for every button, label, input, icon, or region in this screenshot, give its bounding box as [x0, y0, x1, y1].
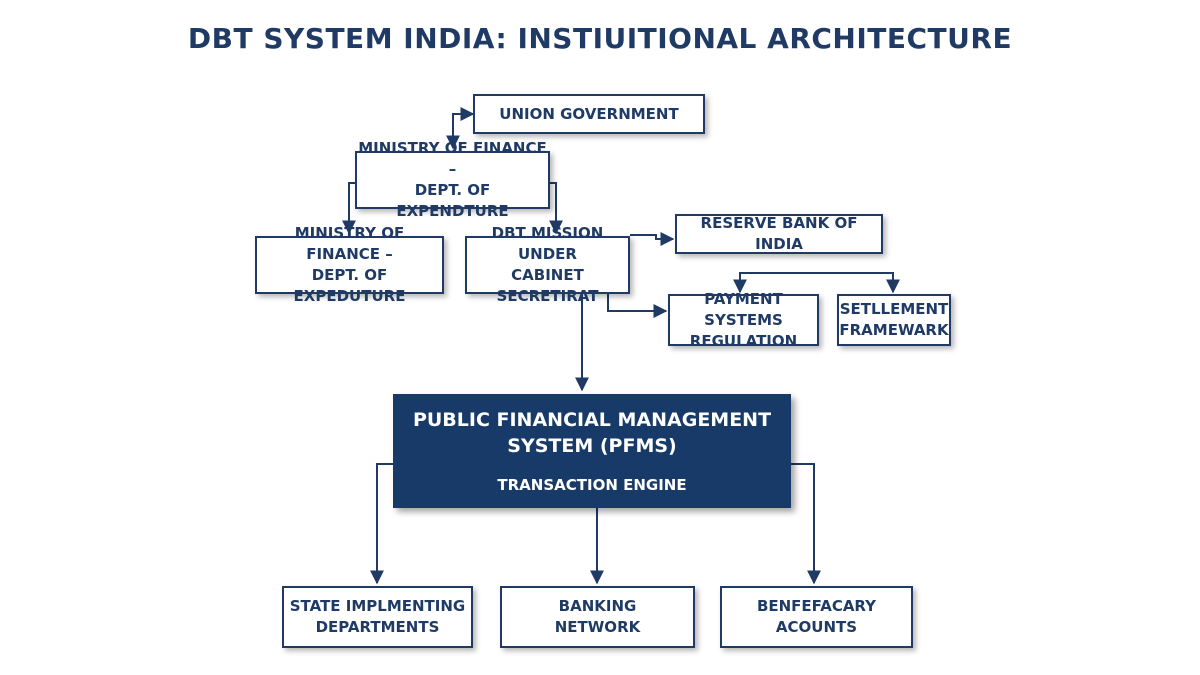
dbt-mission-line1: DBT MISSION UNDER [491, 224, 604, 263]
dbt-mission-node: DBT MISSION UNDER CABINET SECRETIRAT [465, 224, 630, 305]
ministry-left-line1: MINISTRY OF FINANCE – [294, 224, 405, 263]
ministry-top-line2: DEPT. OF EXPENDTURE [396, 181, 509, 220]
ministry-of-finance-top-node: MINISTRY OF FINANCE – DEPT. OF EXPENDTUR… [355, 139, 550, 220]
connector-pfms-state [370, 463, 395, 585]
beneficiary-accounts-node: BENFEFACARY ACOUNTS [720, 586, 913, 648]
settlement-line2: FRAMEWARK [839, 321, 949, 339]
connector-ministry-dbt [549, 182, 563, 235]
state-departments-node: STATE IMPLMENTING DEPARTMENTS [282, 586, 473, 648]
connector-dbt-rbi [630, 232, 675, 246]
payment-systems-line1: PAYMENT SYSTEMS [704, 289, 783, 329]
diagram-title: DBT SYSTEM INDIA: INSTIUITIONAL ARCHITEC… [187, 22, 1013, 55]
connector-pfms-beneficiary [790, 463, 821, 585]
ministry-left-line2: DEPT. OF EXPEDUTURE [293, 266, 406, 305]
state-departments-line2: DEPARTMENTS [315, 618, 440, 636]
pfms-node: PUBLIC FINANCIAL MANAGEMENT SYSTEM (PFMS… [393, 394, 791, 508]
reserve-bank-label: RESERVE BANK OF INDIA [700, 214, 858, 253]
beneficiary-accounts-line1: BENFEFACARY [756, 597, 877, 615]
ministry-of-finance-left-node: MINISTRY OF FINANCE – DEPT. OF EXPEDUTUR… [255, 224, 444, 305]
banking-network-line2: NETWORK [554, 618, 641, 636]
pfms-line2: SYSTEM (PFMS) [507, 434, 677, 457]
banking-network-node: BANKING NETWORK [500, 586, 695, 648]
beneficiary-accounts-line2: ACOUNTS [775, 618, 858, 636]
union-government-node: UNION GOVERNMENT [473, 94, 705, 134]
settlement-line1: SETLLEMENT [839, 300, 949, 318]
reserve-bank-node: RESERVE BANK OF INDIA [675, 214, 883, 254]
union-government-label: UNION GOVERNMENT [499, 104, 679, 123]
connector-dbt-payment [607, 294, 668, 318]
connector-ministry-left [342, 182, 356, 235]
connector-union-ministry [446, 107, 475, 150]
banking-network-line1: BANKING [558, 597, 637, 615]
payment-systems-line2: REGULATION [689, 331, 798, 350]
dbt-mission-line2: CABINET SECRETIRAT [496, 266, 599, 305]
settlement-framework-node: SETLLEMENT FRAMEWARK [837, 294, 951, 346]
pfms-subtitle: TRANSACTION ENGINE [497, 475, 687, 494]
connector-rbi-branches [733, 272, 900, 294]
ministry-top-line1: MINISTRY OF FINANCE – [358, 139, 547, 178]
pfms-line1: PUBLIC FINANCIAL MANAGEMENT [412, 408, 772, 431]
state-departments-line1: STATE IMPLMENTING [289, 597, 466, 615]
payment-systems-node: PAYMENT SYSTEMS REGULATION [668, 290, 819, 350]
